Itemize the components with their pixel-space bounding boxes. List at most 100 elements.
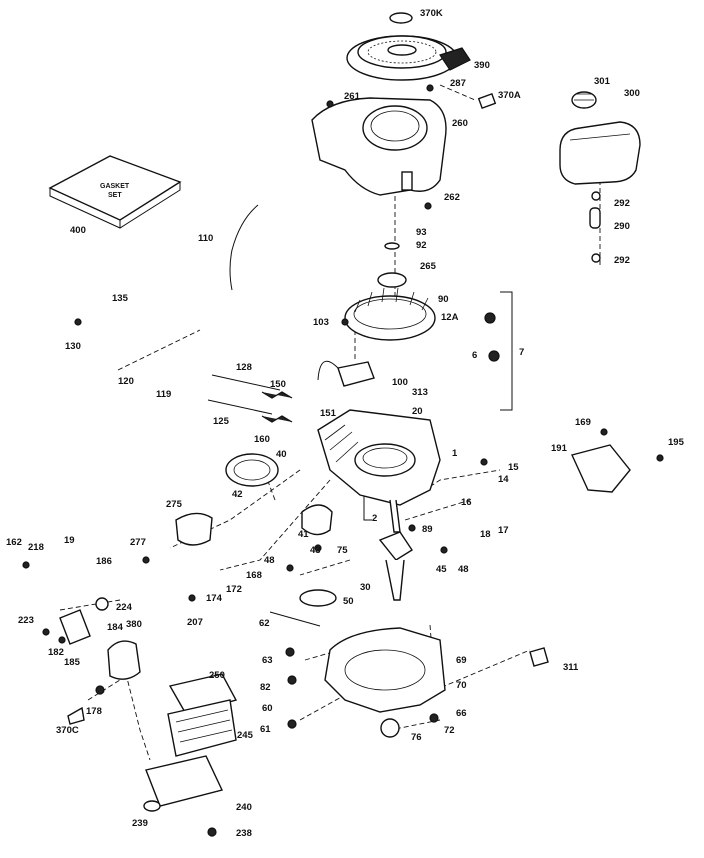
callout-6: 6: [472, 350, 477, 361]
callout-19: 19: [64, 535, 75, 546]
callout-90: 90: [438, 294, 449, 305]
callout-245: 245: [237, 730, 254, 741]
callout-50: 50: [343, 596, 354, 607]
callout-151: 151: [320, 408, 337, 419]
callout-301: 301: [594, 76, 611, 87]
flywheel: [344, 242, 436, 341]
callout-17: 17: [498, 525, 509, 536]
callout-160: 160: [254, 434, 270, 445]
recoil-starter: [346, 12, 471, 81]
part-311: [529, 647, 549, 667]
callout-400: 400: [70, 225, 86, 236]
piston: [301, 504, 333, 536]
callout-172: 172: [226, 584, 242, 595]
callout-218: 218: [28, 542, 44, 553]
callout-82: 82: [260, 682, 271, 693]
callout-260: 260: [452, 118, 468, 129]
callout-287: 287: [450, 78, 466, 89]
callout-370K: 370K: [420, 8, 443, 19]
callout-240: 240: [236, 802, 252, 813]
callout-14: 14: [498, 474, 509, 485]
callout-15: 15: [508, 462, 519, 473]
callout-224: 224: [116, 602, 133, 613]
gasket-set-label-1: GASKET: [100, 183, 130, 190]
callout-265: 265: [420, 261, 437, 272]
bracket-2: [363, 495, 372, 521]
callout-43: 43: [310, 545, 321, 556]
callout-7: 7: [519, 347, 524, 358]
callout-89: 89: [422, 524, 433, 535]
callout-61: 61: [260, 724, 271, 735]
callout-313: 313: [412, 387, 428, 398]
gasket-set-box: GASKET SET: [48, 155, 182, 229]
callout-16: 16: [461, 497, 472, 508]
callout-120: 120: [118, 376, 134, 387]
callout-207: 207: [187, 617, 203, 628]
callout-239: 239: [132, 818, 148, 829]
callout-93: 93: [416, 227, 427, 238]
piston-rings-inner: [233, 459, 271, 481]
callout-380: 380: [126, 619, 142, 630]
oil-sump: [324, 627, 446, 738]
blower-housing: [311, 97, 447, 196]
callout-45: 45: [436, 564, 447, 575]
callout-186: 186: [96, 556, 112, 567]
callout-60: 60: [262, 703, 273, 714]
callout-290: 290: [614, 221, 630, 232]
callout-169: 169: [575, 417, 591, 428]
callout-150: 150: [270, 379, 286, 390]
air-cleaner-base: [143, 755, 223, 812]
callout-41: 41: [298, 529, 309, 540]
callout-40: 40: [276, 449, 287, 460]
callout-20: 20: [412, 406, 423, 417]
callout-277: 277: [130, 537, 146, 548]
callout-223: 223: [18, 615, 34, 626]
callout-238: 238: [236, 828, 252, 839]
callout-72: 72: [444, 725, 455, 736]
air-cleaner: [167, 673, 238, 757]
callout-292: 292: [614, 255, 630, 266]
decal-370a: [477, 93, 497, 109]
callout-2: 2: [372, 513, 377, 524]
callout-12A: 12A: [441, 312, 459, 323]
callout-135: 135: [112, 293, 129, 304]
callout-69: 69: [456, 655, 467, 666]
callout-168: 168: [246, 570, 262, 581]
callout-390: 390: [474, 60, 490, 71]
callout-261: 261: [344, 91, 361, 102]
carburetor: [59, 597, 141, 680]
callout-162: 162: [6, 537, 22, 548]
callout-262: 262: [444, 192, 460, 203]
engine-block: [317, 409, 441, 506]
callout-191: 191: [551, 443, 568, 454]
callout-292: 292: [614, 198, 630, 209]
callout-130: 130: [65, 341, 81, 352]
callout-63: 63: [262, 655, 273, 666]
callout-42: 42: [232, 489, 243, 500]
callout-184: 184: [107, 622, 124, 633]
callout-128: 128: [236, 362, 252, 373]
control-bracket: [571, 444, 631, 493]
callout-1: 1: [452, 448, 458, 459]
callout-92: 92: [416, 240, 427, 251]
callout-75: 75: [337, 545, 348, 556]
decal-370c: [67, 706, 85, 725]
callout-100: 100: [392, 377, 408, 388]
callout-275: 275: [166, 499, 183, 510]
callout-195: 195: [668, 437, 685, 448]
bracket-7: [500, 291, 513, 411]
fuel-tank: [559, 91, 641, 263]
callout-178: 178: [86, 706, 102, 717]
gasket-set-label-2: SET: [108, 192, 122, 199]
callout-250: 250: [209, 670, 225, 681]
callout-174: 174: [206, 593, 223, 604]
callout-125: 125: [213, 416, 230, 427]
fasteners: [22, 84, 664, 837]
callout-119: 119: [156, 389, 171, 400]
ignition-module: [317, 360, 375, 387]
callout-70: 70: [456, 680, 467, 691]
callout-labels: 370K390287370A30130026126026229229029240…: [6, 8, 685, 839]
callout-48: 48: [264, 555, 275, 566]
callout-311: 311: [563, 662, 579, 673]
